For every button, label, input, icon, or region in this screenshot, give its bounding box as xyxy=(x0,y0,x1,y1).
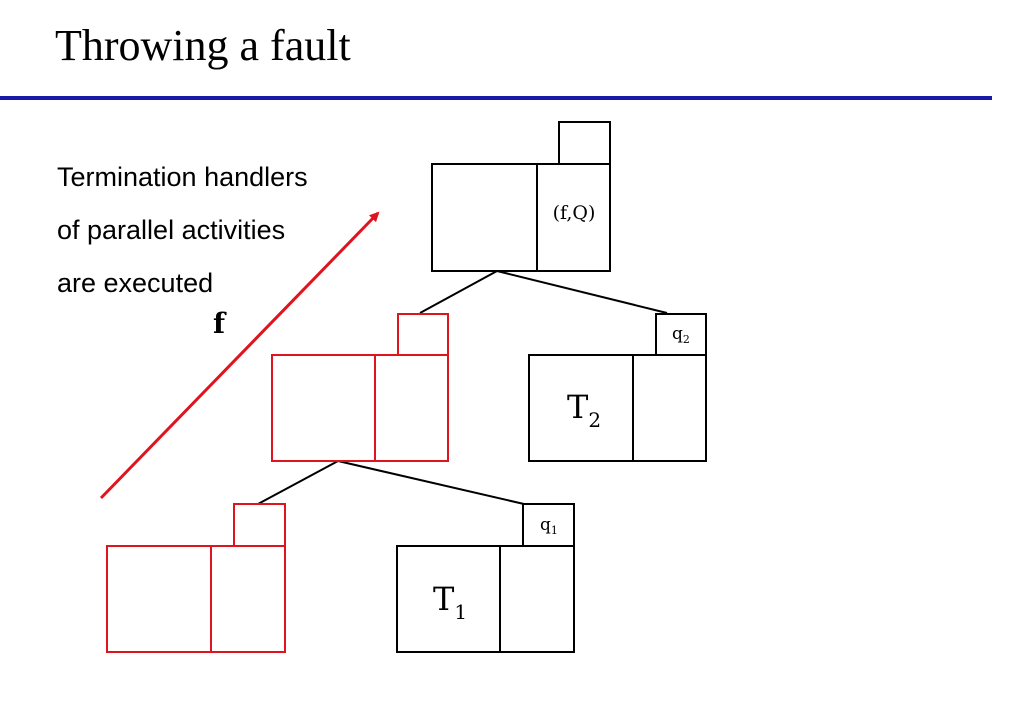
slide-title: Throwing a fault xyxy=(55,21,351,70)
edge-mid-to-t1 xyxy=(337,460,525,505)
t2-label: T2 xyxy=(567,388,601,432)
edge-root-to-t2 xyxy=(496,270,668,314)
t2-handler-label: q2 xyxy=(672,324,690,346)
tree-edges xyxy=(257,270,668,505)
caption-line-2: of parallel activities xyxy=(57,215,286,245)
mid-handler-box xyxy=(397,313,449,356)
edge-mid-to-low xyxy=(257,460,339,505)
fault-label: f xyxy=(213,307,227,340)
mid-scope xyxy=(271,313,449,462)
edge-root-to-mid xyxy=(419,270,498,314)
caption-line-3: are executed xyxy=(57,268,214,298)
t1-handler-label: q1 xyxy=(540,515,558,537)
t1-label: T1 xyxy=(433,580,467,624)
t2-scope-box xyxy=(528,354,707,462)
low-scope-box xyxy=(106,545,286,653)
t1-scope-box xyxy=(396,545,575,653)
root-scope xyxy=(431,121,611,272)
t2-scope xyxy=(528,313,707,462)
title-divider xyxy=(0,96,992,100)
mid-scope-box xyxy=(271,354,449,462)
caption-line-1: Termination handlers xyxy=(57,162,308,192)
low-scope xyxy=(106,503,286,653)
root-scope-box xyxy=(431,163,611,272)
caption: Termination handlers of parallel activit… xyxy=(57,158,308,317)
t1-scope xyxy=(396,503,575,653)
root-fault-label: (f,Q) xyxy=(553,202,596,224)
low-handler-box xyxy=(233,503,286,547)
root-handler-box xyxy=(558,121,611,165)
fault-propagation-arrow xyxy=(99,211,380,500)
